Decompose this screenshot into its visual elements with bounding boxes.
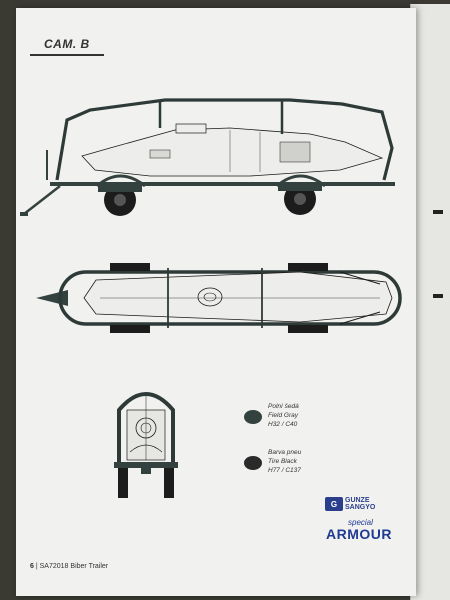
swatch-english-name: Field Gray — [268, 412, 298, 419]
paint-swatch-field-gray: Polní šedá Field Gray H32 / C40 — [244, 402, 299, 429]
gunze-sangyo-logo: G GUNZE SANGYO — [325, 497, 375, 511]
special-armour-logo: special ARMOUR — [326, 518, 392, 542]
page-edge-mark — [433, 210, 443, 214]
top-view-drawing — [36, 263, 402, 333]
page-number: 6 — [30, 563, 34, 570]
tire-black-swatch — [244, 456, 262, 470]
swatch-english-name: Tire Black — [268, 458, 297, 465]
paint-swatch-tire-black: Barva pneu Tire Black H77 / C137 — [244, 448, 301, 475]
kit-code: SA72018 — [39, 563, 69, 570]
swatch-paint-codes: H32 / C40 — [268, 421, 298, 428]
header-rule — [30, 54, 104, 56]
rear-view-drawing — [114, 392, 178, 498]
special-armour-logo-armour: ARMOUR — [326, 526, 392, 542]
gunze-logo-line1: GUNZE — [345, 497, 370, 504]
field-gray-swatch — [244, 410, 262, 424]
camouflage-title: CAM. B — [44, 37, 90, 51]
page-edge-mark — [433, 294, 443, 298]
kit-name: Biber Trailer — [70, 563, 109, 570]
swatch-czech-name: Barva pneu — [268, 449, 302, 456]
side-view-drawing — [20, 98, 395, 216]
special-armour-logo-special: special — [348, 518, 373, 527]
gunze-logo-line2: SANGYO — [345, 504, 376, 511]
swatch-czech-name: Polní šedá — [268, 403, 299, 410]
gunze-logo-mark: G — [325, 497, 343, 511]
swatch-paint-codes: H77 / C137 — [268, 467, 301, 474]
page-footer: 6 | SA72018 Biber Trailer — [30, 563, 109, 570]
